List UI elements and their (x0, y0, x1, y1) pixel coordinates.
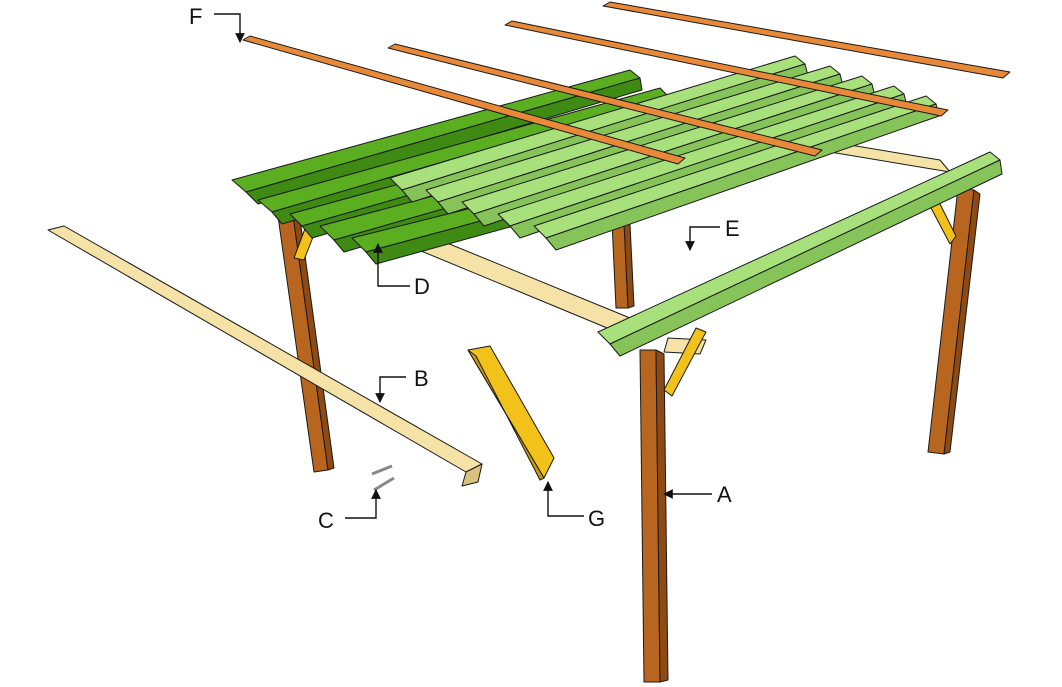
front-brace-installed (663, 327, 707, 397)
callout-label-g: G (588, 506, 605, 531)
back-center-post (611, 221, 635, 309)
back-right-post (927, 187, 981, 455)
roof-rafters-light (389, 55, 940, 251)
leader-e (685, 226, 720, 251)
callout-label-d: D (414, 274, 430, 299)
callout-label-e: E (725, 216, 740, 241)
leader-g (543, 481, 584, 517)
leader-b (375, 376, 406, 403)
callout-label-b: B (414, 366, 429, 391)
bolts-c (371, 464, 395, 492)
purlins (242, 1, 1011, 165)
callout-label-f: F (189, 4, 202, 29)
callout-labels: A B C D E F G (189, 4, 740, 533)
leader-d (373, 243, 410, 287)
front-post-a (639, 349, 669, 683)
callout-leaders (214, 13, 720, 519)
loose-brace-g (467, 345, 555, 481)
leader-c (345, 489, 381, 519)
leader-f (214, 13, 245, 43)
callout-label-a: A (717, 482, 732, 507)
loose-beam-b (47, 225, 483, 487)
callout-label-c: C (318, 508, 334, 533)
